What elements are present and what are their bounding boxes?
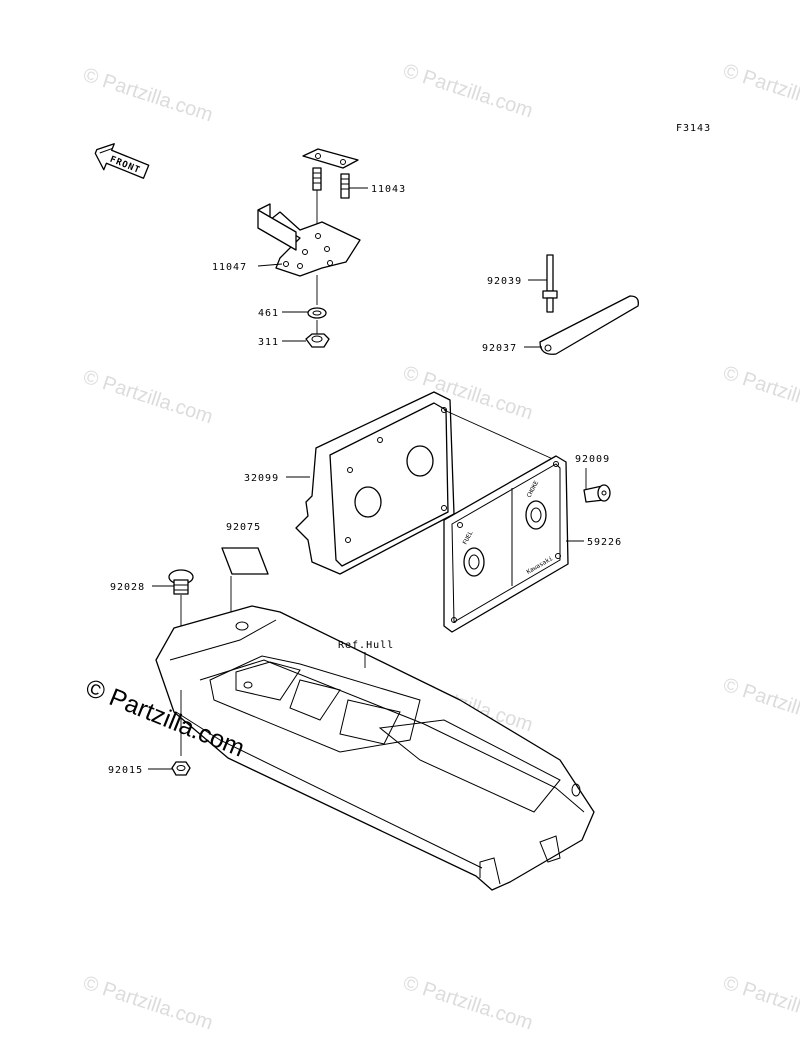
part-92028-plug [168,569,194,630]
part-label: 92009 [575,454,610,465]
part-label: 32099 [244,473,279,484]
part-92039-rivet [542,254,558,313]
part-11047-bracket [257,203,361,305]
part-label: 92037 [482,343,517,354]
part-59226-panel: FUEL CHOKE Kawasaki [443,455,569,633]
figure-code: F3143 [676,123,711,134]
part-label: 92039 [487,276,522,287]
part-32099-cover [295,391,556,575]
part-label: 59226 [587,537,622,548]
watermark-text: © Partzilla.com [400,972,535,1035]
part-461-washer [307,307,327,334]
part-label: 92028 [110,582,145,593]
watermark-text: © Partzilla.com [720,674,800,737]
watermark-text: © Partzilla.com [720,60,800,123]
leader-lines [148,187,587,770]
part-11043-bolts [302,148,359,228]
part-label: 11047 [212,262,247,273]
watermark-text: © Partzilla.com [720,362,800,425]
part-92037-strap [539,295,639,355]
part-label: 92075 [226,522,261,533]
watermark-text: © Partzilla.com [400,60,535,123]
part-label: 461 [258,308,279,319]
part-311-nut [305,333,330,348]
part-92009-screw [583,484,611,503]
watermark-text: © Partzilla.com [80,64,215,127]
part-label: 11043 [371,184,406,195]
watermark-text: © Partzilla.com [80,972,215,1035]
hull-reference [155,605,595,891]
part-92015-nut [171,761,191,776]
front-arrow: FRONT [94,143,150,179]
hull-reference-label: Ref.Hull [338,640,394,651]
part-label: 92015 [108,765,143,776]
part-labels: 11043 11047 461 311 92039 92037 32099 92… [108,184,622,776]
watermark-layer: © Partzilla.com © Partzilla.com © Partzi… [80,60,800,1035]
watermark-text: © Partzilla.com [720,972,800,1035]
watermark-text: © Partzilla.com [80,366,215,429]
part-label: 311 [258,337,279,348]
part-92075-label [221,547,269,688]
